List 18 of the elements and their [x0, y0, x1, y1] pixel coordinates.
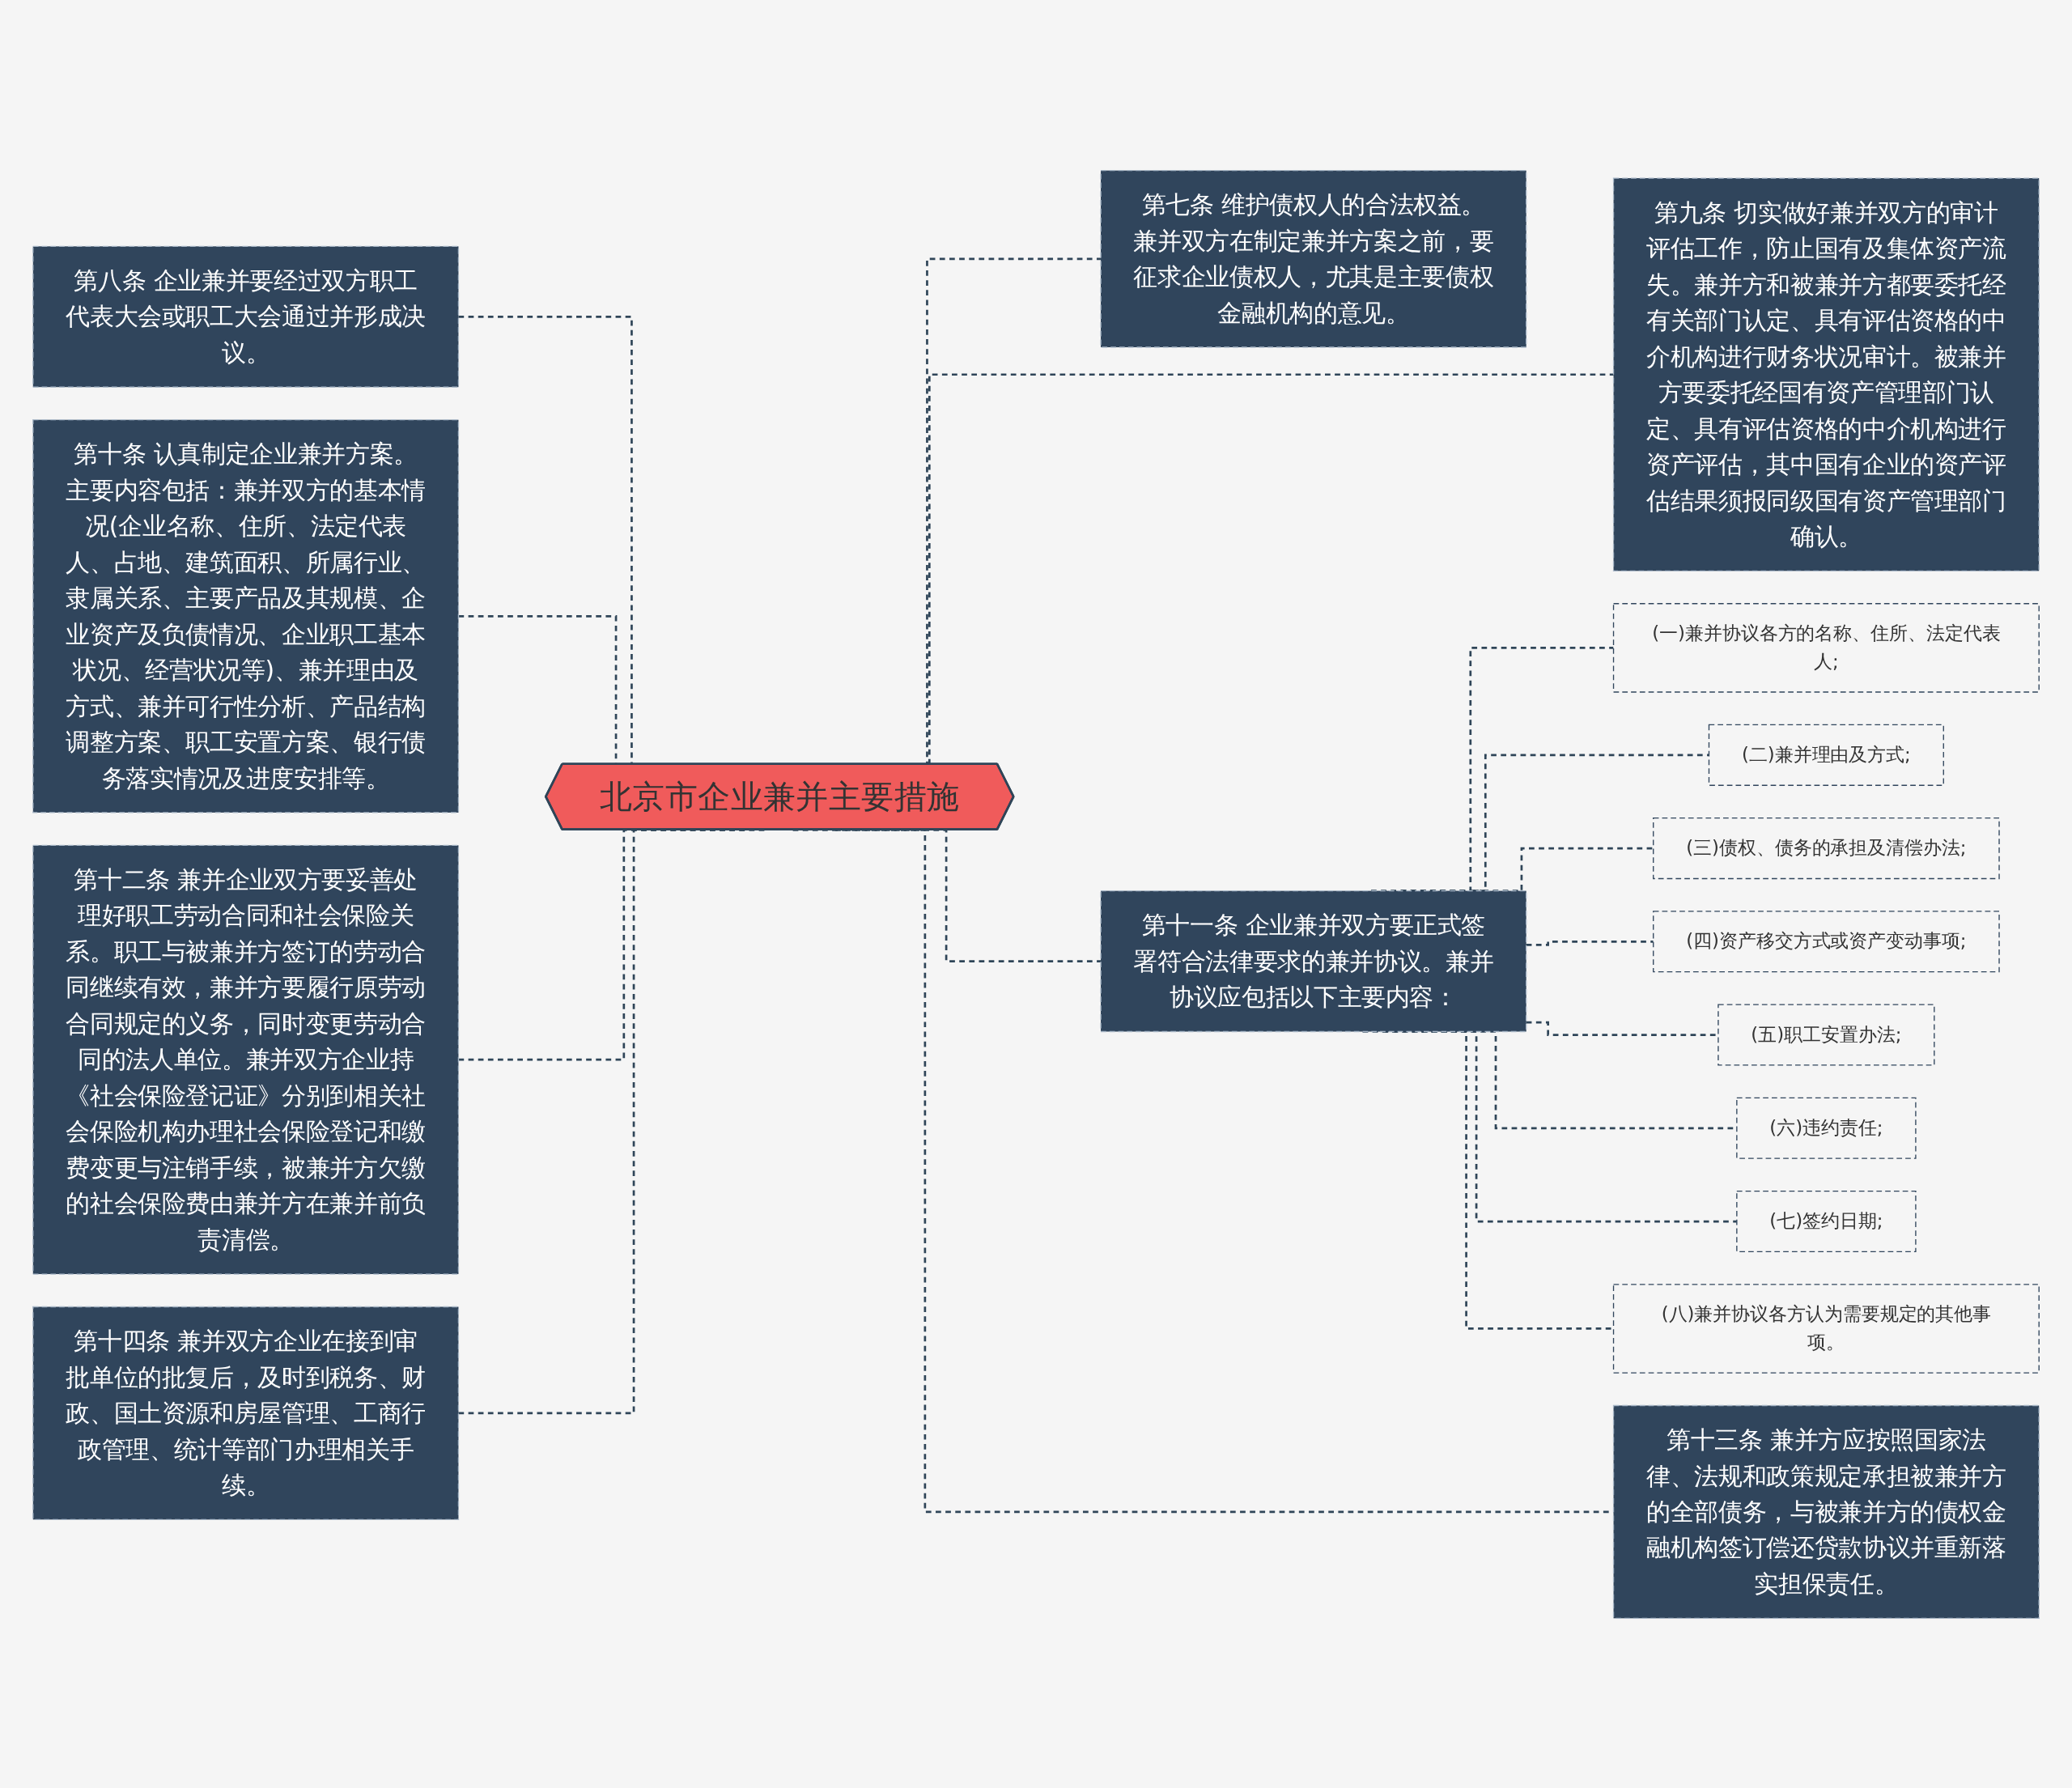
node-box: (六)违约责任; [1736, 1097, 1917, 1159]
node-box: 第十一条 企业兼并双方要正式签署符合法律要求的兼并协议。兼并协议应包括以下主要内容： [1100, 890, 1527, 1032]
node-box: 第九条 切实做好兼并双方的审计评估工作，防止国有及集体资产流失。兼并方和被兼并方都要委托经有关部门认定、具有评估资格的中介机构进行财务状况审计。被兼并方要委托经国有资产管理部门认定、具有评估资格的中介机构进行资产评估，其中国有企业的资产评估结果须报同级国有资产管理部门确认。 [1612, 176, 2040, 571]
connector [1526, 940, 1654, 946]
node-box: 第十三条 兼并方应按照国家法律、法规和政策规定承担被兼并方的全部债务，与被兼并方的债权金融机构签订偿还贷款协议并重新落实担保责任。 [1612, 1404, 2040, 1619]
node-box: (四)资产移交方式或资产变动事项; [1653, 910, 2000, 972]
node-box: (五)职工安置办法; [1717, 1003, 1935, 1066]
node-box: 第七条 维护债权人的合法权益。兼并双方在制定兼并方案之前，要征求企业债权人，尤其是主要债权金融机构的意见。 [1100, 169, 1527, 348]
node-box: 第八条 企业兼并要经过双方职工代表大会或职工大会通过并形成决议。 [32, 245, 460, 388]
node-box: (七)签约日期; [1736, 1190, 1917, 1252]
node-box: (二)兼并理由及方式; [1708, 724, 1944, 786]
node-box: (八)兼并协议各方认为需要规定的其他事项。 [1612, 1283, 2040, 1374]
node-box: (一)兼并协议各方的名称、住所、法定代表人; [1612, 602, 2040, 693]
connector [1526, 1021, 1718, 1036]
node-box: 第十四条 兼并双方企业在接到审批单位的批复后，及时到税务、财政、国土资源和房屋管理、工商行政管理、统计等部门办理相关手续。 [32, 1306, 460, 1520]
node-box: (三)债权、债务的承担及清偿办法; [1653, 817, 2000, 879]
node-box: 第十二条 兼并企业双方要妥善处理好职工劳动合同和社会保险关系。职工与被兼并方签订的劳动合同继续有效，兼并方要履行原劳动合同规定的义务，同时变更劳动合同的法人单位。兼并双方企业持《社会保险登记证》分别到相关社会保险机构办理社会保险登记和缴费变更与注销手续，被兼并方欠缴的社会保险费由兼并方在兼并前负责清偿。 [32, 844, 460, 1275]
node-box: 第十条 认真制定企业兼并方案。主要内容包括：兼并双方的基本情况(企业名称、住所、法定代表人、占地、建筑面积、所属行业、隶属关系、主要产品及其规模、企业资产及负债情况、企业职工基本状况、经营状况等)、兼并理由及方式、兼并可行性分析、产品结构调整方案、职工安置方案、银行债务落实情况及进度安排等。 [32, 418, 460, 813]
